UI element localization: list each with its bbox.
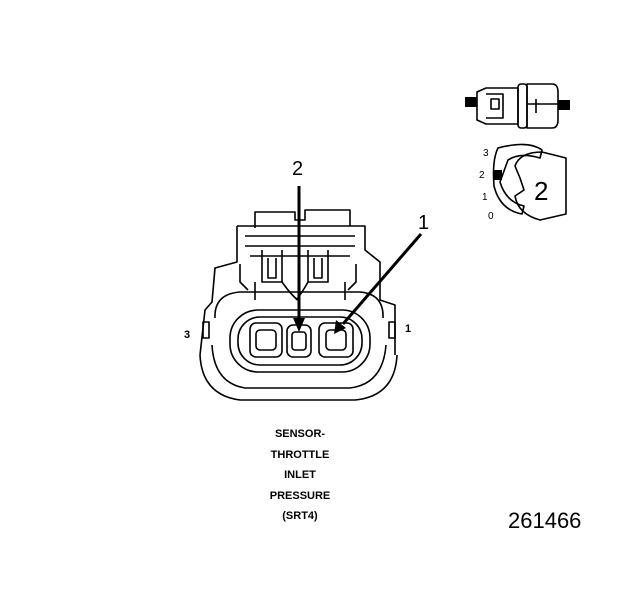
pin-label-1: 1	[405, 323, 412, 335]
pin-label-3: 3	[184, 329, 191, 341]
caption-line: SENSOR-	[274, 428, 326, 440]
mating-connector-side-view	[465, 83, 570, 129]
lock-position-3: 3	[483, 148, 489, 159]
lock-position-marker	[494, 170, 502, 180]
callout-arrow-pin1	[341, 233, 423, 325]
lock-position-1: 1	[482, 192, 488, 203]
caption-line: THROTTLE	[270, 448, 330, 461]
lock-position-2: 2	[479, 170, 485, 181]
callout-label-pin1: 1	[418, 212, 430, 234]
callout-label-pin2: 2	[292, 158, 304, 180]
lock-number: 2	[534, 176, 549, 206]
caption-line: PRESSURE	[269, 489, 331, 502]
connector-caption: SENSOR- THROTTLE INLET PRESSURE (SRT4)	[240, 424, 360, 527]
lock-indicator-graphic	[492, 143, 567, 221]
lock-position-0: 0	[488, 211, 494, 222]
callout-arrows	[293, 186, 423, 334]
caption-line: (SRT4)	[282, 510, 318, 522]
caption-line: INLET	[284, 469, 316, 481]
figure-number: 261466	[508, 508, 582, 533]
